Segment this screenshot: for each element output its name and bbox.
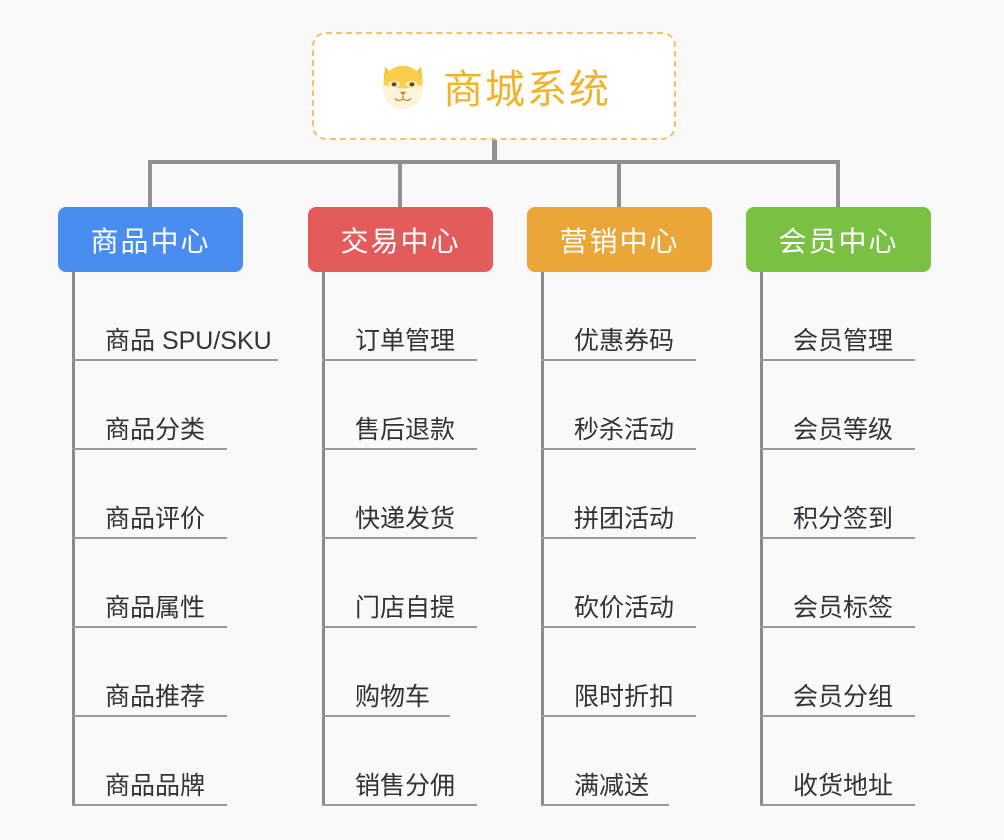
leaf-item-label: 限时折扣 xyxy=(574,682,675,711)
leaf-item[interactable]: 门店自提 xyxy=(322,539,493,628)
branch-items-4: 会员管理会员等级积分签到会员标签会员分组收货地址 xyxy=(760,272,931,806)
leaf-item[interactable]: 快递发货 xyxy=(322,450,493,539)
leaf-item[interactable]: 售后退款 xyxy=(322,361,493,450)
branch-column-4: 会员中心会员管理会员等级积分签到会员标签会员分组收货地址 xyxy=(746,207,931,806)
leaf-item-rule xyxy=(541,715,696,717)
leaf-item-rule xyxy=(322,448,477,450)
leaf-item-rule xyxy=(322,626,477,628)
leaf-item-rule xyxy=(541,448,696,450)
leaf-item-rule xyxy=(541,804,669,806)
branch-stem-3 xyxy=(617,160,621,207)
leaf-item-label: 满减送 xyxy=(574,771,650,800)
branch-header-3[interactable]: 营销中心 xyxy=(527,207,712,272)
branch-header-4[interactable]: 会员中心 xyxy=(746,207,931,272)
leaf-item-rule xyxy=(72,804,227,806)
leaf-item-rule xyxy=(322,537,477,539)
leaf-item-label: 收货地址 xyxy=(793,771,894,800)
branch-column-2: 交易中心订单管理售后退款快递发货门店自提购物车销售分佣 xyxy=(308,207,493,806)
leaf-item[interactable]: 销售分佣 xyxy=(322,717,493,806)
branch-header-1[interactable]: 商品中心 xyxy=(58,207,243,272)
leaf-item-label: 购物车 xyxy=(355,682,431,711)
leaf-item-label: 会员等级 xyxy=(793,415,894,444)
branch-column-3: 营销中心优惠券码秒杀活动拼团活动砍价活动限时折扣满减送 xyxy=(527,207,712,806)
leaf-item-rule xyxy=(72,359,278,361)
branch-items-1: 商品 SPU/SKU 商品分类商品评价商品属性商品推荐商品品牌 xyxy=(72,272,278,806)
leaf-item[interactable]: 商品推荐 xyxy=(72,628,272,717)
leaf-item[interactable]: 限时折扣 xyxy=(541,628,712,717)
leaf-item-rule xyxy=(760,804,915,806)
leaf-item-label: 拼团活动 xyxy=(574,504,675,533)
leaf-item-label: 快递发货 xyxy=(355,504,456,533)
leaf-item-rule xyxy=(760,359,915,361)
leaf-item-rule xyxy=(760,448,915,450)
leaf-item[interactable]: 商品分类 xyxy=(72,361,272,450)
leaf-item-label: 商品属性 xyxy=(105,593,206,622)
branch-connector-bus xyxy=(148,160,840,164)
branch-items-2: 订单管理售后退款快递发货门店自提购物车销售分佣 xyxy=(322,272,493,806)
branch-stem-1 xyxy=(148,160,152,207)
leaf-item-rule xyxy=(760,626,915,628)
leaf-item-label: 秒杀活动 xyxy=(574,415,675,444)
leaf-item[interactable]: 会员等级 xyxy=(760,361,931,450)
leaf-item-rule xyxy=(322,804,477,806)
branch-items-3: 优惠券码秒杀活动拼团活动砍价活动限时折扣满减送 xyxy=(541,272,712,806)
leaf-item-rule xyxy=(760,715,915,717)
branch-stem-2 xyxy=(398,160,402,207)
leaf-item-label: 会员管理 xyxy=(793,326,894,355)
leaf-item-label: 销售分佣 xyxy=(355,771,456,800)
leaf-item[interactable]: 会员管理 xyxy=(760,272,931,361)
root-node[interactable]: 商城系统 xyxy=(312,32,676,140)
leaf-item-label: 砍价活动 xyxy=(574,593,675,622)
leaf-item[interactable]: 满减送 xyxy=(541,717,712,806)
leaf-item-rule xyxy=(760,537,915,539)
root-connector-stem xyxy=(492,140,497,164)
leaf-item[interactable]: 砍价活动 xyxy=(541,539,712,628)
leaf-item-label: 售后退款 xyxy=(355,415,456,444)
leaf-item[interactable]: 优惠券码 xyxy=(541,272,712,361)
branch-header-label: 交易中心 xyxy=(340,225,461,257)
leaf-item-rule xyxy=(322,715,450,717)
branch-stem-4 xyxy=(836,160,840,207)
branch-header-label: 营销中心 xyxy=(559,225,680,257)
leaf-item-label: 订单管理 xyxy=(355,326,456,355)
leaf-item-label: 会员分组 xyxy=(793,682,894,711)
leaf-item[interactable]: 购物车 xyxy=(322,628,493,717)
leaf-item[interactable]: 拼团活动 xyxy=(541,450,712,539)
leaf-item-label: 商品 SPU/SKU xyxy=(105,326,272,355)
shiba-dog-face-icon xyxy=(377,60,429,112)
leaf-item-rule xyxy=(322,359,477,361)
leaf-item[interactable]: 商品 SPU/SKU xyxy=(72,272,278,361)
leaf-item-label: 商品推荐 xyxy=(105,682,206,711)
leaf-item-label: 会员标签 xyxy=(793,593,894,622)
leaf-item[interactable]: 商品评价 xyxy=(72,450,272,539)
leaf-item-label: 门店自提 xyxy=(355,593,456,622)
leaf-item-label: 优惠券码 xyxy=(574,326,675,355)
leaf-item[interactable]: 商品属性 xyxy=(72,539,272,628)
leaf-item[interactable]: 订单管理 xyxy=(322,272,493,361)
leaf-item-rule xyxy=(72,715,227,717)
leaf-item-rule xyxy=(72,448,227,450)
leaf-item[interactable]: 会员分组 xyxy=(760,628,931,717)
leaf-item[interactable]: 商品品牌 xyxy=(72,717,272,806)
leaf-item-label: 商品评价 xyxy=(105,504,206,533)
branch-column-1: 商品中心商品 SPU/SKU 商品分类商品评价商品属性商品推荐商品品牌 xyxy=(58,207,278,806)
branch-header-label: 商品中心 xyxy=(90,225,211,257)
leaf-item[interactable]: 收货地址 xyxy=(760,717,931,806)
leaf-item-rule xyxy=(541,537,696,539)
branch-header-label: 会员中心 xyxy=(778,225,899,257)
leaf-item-label: 商品分类 xyxy=(105,415,206,444)
leaf-item-rule xyxy=(72,626,227,628)
leaf-item-rule xyxy=(72,537,227,539)
leaf-item-rule xyxy=(541,626,696,628)
leaf-item-label: 积分签到 xyxy=(793,504,894,533)
leaf-item-rule xyxy=(541,359,696,361)
branch-header-2[interactable]: 交易中心 xyxy=(308,207,493,272)
leaf-item[interactable]: 会员标签 xyxy=(760,539,931,628)
leaf-item[interactable]: 秒杀活动 xyxy=(541,361,712,450)
root-title: 商城系统 xyxy=(443,68,611,112)
leaf-item[interactable]: 积分签到 xyxy=(760,450,931,539)
leaf-item-label: 商品品牌 xyxy=(105,771,206,800)
